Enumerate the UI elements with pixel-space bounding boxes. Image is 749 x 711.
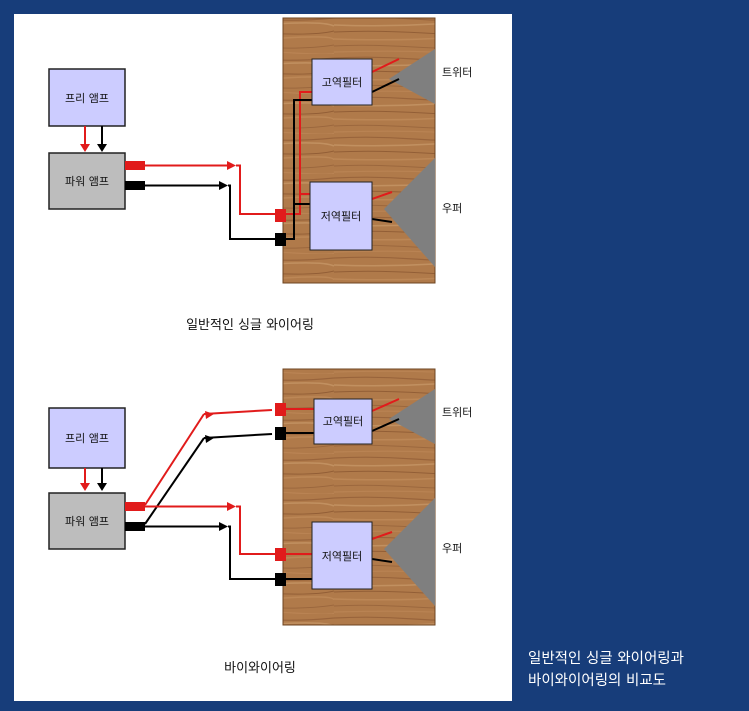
speaker-negative-terminal [275,233,286,246]
arrowhead [97,144,107,152]
single-wiring-caption: 일반적인 싱글 와이어링 [186,318,314,333]
arrowhead [227,161,236,170]
arrowhead [219,181,228,190]
speaker-positive-terminal [275,209,286,222]
woofer-cone [384,158,435,267]
pre-amp-label: 프리 앰프 [65,92,109,105]
high-positive-terminal [275,403,286,416]
low-filter-label: 저역필터 [321,210,361,223]
single-wiring-diagram: 프리 앰프 파워 앰프 [48,17,472,333]
low-negative-wire [228,525,276,580]
high-negative-terminal [275,427,286,440]
low-filter-box [309,181,373,251]
bi-wiring-diagram: 프리 앰프 파워 앰프 [48,368,472,676]
pre-amp-box [48,68,126,127]
high-negative-wire [203,433,273,439]
woofer-negative-wire [371,218,393,223]
power-amp-label: 파워 앰프 [65,515,109,528]
woofer-cone [384,498,435,606]
high-filter-box [313,398,373,445]
high-filter-box [311,58,373,106]
pre-amp-label: 프리 앰프 [65,432,109,445]
power-amp-label: 파워 앰프 [65,175,109,188]
comparison-caption-line1: 일반적인 싱글 와이어링과 [528,651,684,667]
power-amp-box [48,152,126,210]
tweeter-negative-wire [371,418,400,432]
comparison-caption-line2: 바이와이어링의 비교도 [528,673,667,689]
amp-positive-terminal [125,502,145,511]
arrowhead [97,483,107,491]
high-filter-label: 고역필터 [323,415,363,428]
diagram-panel: 프리 앰프 파워 앰프 [14,14,512,701]
tweeter-positive-wire [371,58,400,73]
tweeter-positive-wire [371,398,400,412]
arrowhead [80,483,90,491]
amp-positive-terminal [125,161,145,170]
tweeter-negative-wire [371,78,400,93]
negative-speaker-wire [228,184,276,240]
arrowhead [219,522,228,531]
low-positive-terminal [275,548,286,561]
high-filter-label: 고역필터 [322,76,362,89]
low-filter-label: 저역필터 [322,550,362,563]
internal-negative-wire [286,99,312,240]
woofer-positive-wire [371,191,393,200]
woofer-label: 우퍼 [442,542,462,555]
amp-negative-terminal [125,181,145,190]
low-filter-box [311,521,373,590]
woofer-label: 우퍼 [442,202,462,215]
arrowhead [80,144,90,152]
tweeter-cone [389,49,435,104]
positive-speaker-wire [236,164,276,215]
high-positive-wire [144,413,205,506]
power-amp-box [48,492,126,550]
tweeter-cone [389,389,435,444]
woofer-positive-wire [371,531,393,540]
arrowhead [227,502,236,511]
pre-amp-box [48,407,126,469]
woofer-negative-wire [371,558,393,563]
arrowhead [205,411,214,419]
arrowhead [205,435,214,443]
tweeter-label: 트위터 [442,66,472,79]
high-negative-wire [144,437,205,525]
tweeter-label: 트위터 [442,406,472,419]
comparison-caption: 일반적인 싱글 와이어링과 바이와이어링의 비교도 [528,648,743,692]
low-negative-terminal [275,573,286,586]
low-positive-wire [236,505,276,555]
bi-wiring-caption: 바이와이어링 [224,661,296,676]
high-positive-wire [203,409,273,415]
amp-negative-terminal [125,522,145,531]
wiring-diagram: 프리 앰프 파워 앰프 [48,17,472,676]
